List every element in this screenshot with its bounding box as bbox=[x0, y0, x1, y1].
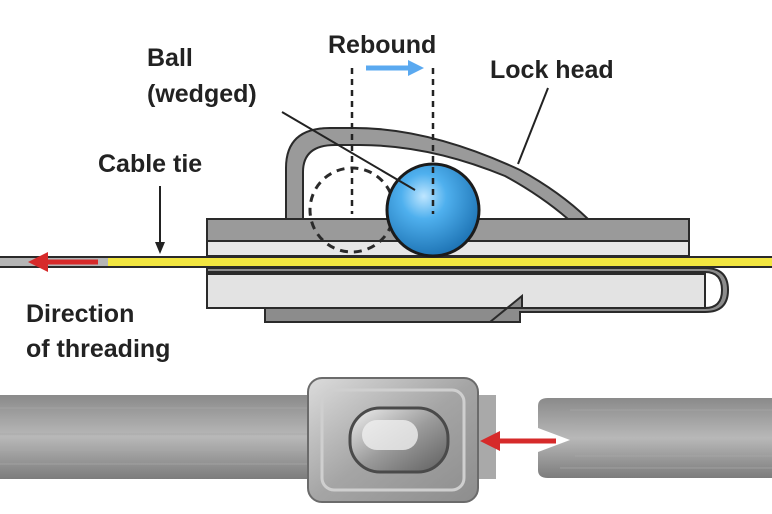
lock-head-dome bbox=[285, 127, 591, 220]
lock-head-leader-line bbox=[517, 87, 549, 165]
ball-label-wedged: (wedged) bbox=[147, 80, 257, 108]
wedged-ball bbox=[385, 162, 481, 258]
arrow-right-icon bbox=[366, 60, 424, 76]
direction-label-threading: of threading bbox=[26, 335, 170, 363]
photo-tie-tail bbox=[538, 398, 772, 478]
photo-lock-slot-highlight bbox=[362, 420, 418, 450]
rebound-label: Rebound bbox=[328, 31, 436, 59]
ball-leader-line bbox=[281, 111, 416, 191]
photo-band-left bbox=[0, 395, 320, 479]
cable-tie-leader-arrow bbox=[155, 186, 165, 254]
lower-body-foot bbox=[264, 293, 523, 323]
cable-tie-yellow bbox=[108, 258, 772, 266]
arrow-left-icon bbox=[28, 252, 98, 272]
cable-tie-label: Cable tie bbox=[98, 150, 202, 178]
cable-tie-photo bbox=[0, 377, 772, 503]
lower-body-inner bbox=[206, 273, 706, 309]
direction-label: Direction bbox=[26, 300, 134, 328]
lock-head-label: Lock head bbox=[490, 56, 614, 84]
ball-label: Ball bbox=[147, 44, 193, 72]
arrow-left-icon bbox=[480, 431, 556, 451]
photo-lock-head-rim bbox=[320, 388, 466, 492]
